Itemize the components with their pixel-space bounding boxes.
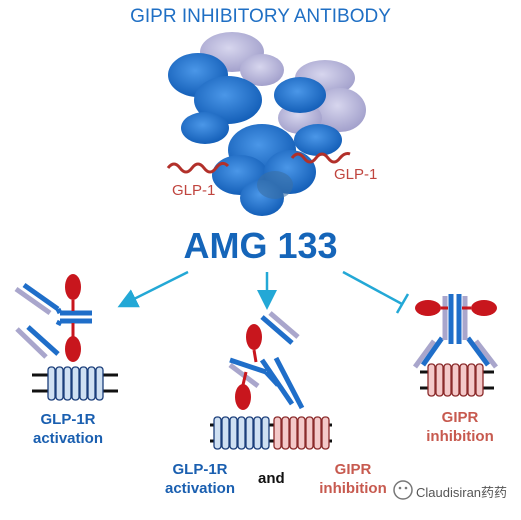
left-label-line2: activation: [32, 430, 104, 447]
middle-gipr-label: GIPR inhibition: [308, 460, 398, 498]
glp1r-receptor-left: [32, 366, 118, 401]
page-title: GIPR INHIBITORY ANTIBODY: [130, 6, 391, 27]
middle-glp1r-line2: activation: [164, 480, 236, 497]
right-label-line1: GIPR: [441, 409, 479, 426]
left-label-line1: GLP-1R: [40, 411, 96, 428]
middle-antibody-icon: [228, 311, 305, 410]
middle-glp1r-line1: GLP-1R: [172, 461, 228, 478]
glp1r-receptor-middle: [210, 416, 272, 450]
peptide-label-right: GLP-1: [334, 166, 378, 183]
arrow-to-glp1r: [117, 270, 189, 308]
drug-name: AMG 133: [183, 225, 338, 266]
right-antibody-icon: [412, 294, 498, 369]
and-connector: and: [258, 470, 285, 487]
right-label-line2: inhibition: [426, 428, 494, 445]
peptide-label-left: GLP-1: [172, 182, 216, 199]
wechat-icon: [393, 480, 413, 500]
gipr-receptor-right: [420, 363, 494, 397]
left-panel-label: GLP-1R activation: [18, 410, 118, 448]
arrow-to-gipr: [342, 270, 403, 306]
antibody-structure-image: [166, 32, 366, 216]
inhibition-bar: [395, 293, 410, 314]
gipr-receptor-middle: [272, 416, 332, 450]
right-panel-label: GIPR inhibition: [412, 408, 508, 446]
watermark: Claudisiran药药: [416, 485, 508, 500]
middle-gipr-line1: GIPR: [334, 461, 372, 478]
middle-gipr-line2: inhibition: [319, 480, 387, 497]
left-antibody-icon: [14, 274, 92, 362]
middle-glp1r-label: GLP-1R activation: [150, 460, 250, 498]
